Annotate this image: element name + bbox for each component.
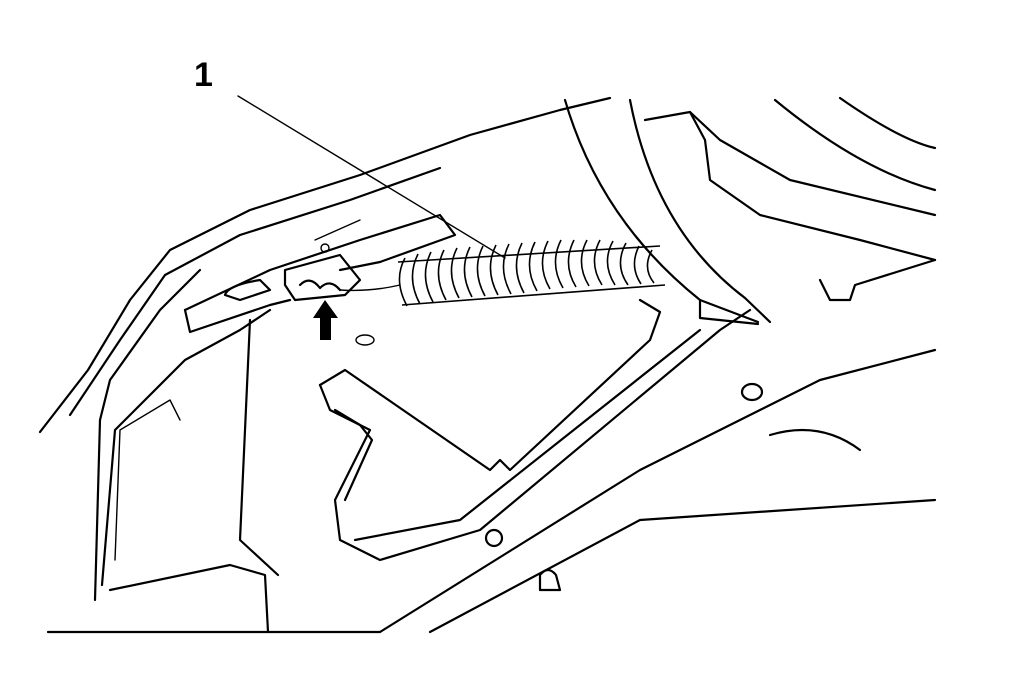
callout-leader-line xyxy=(237,95,506,259)
up-arrow-icon xyxy=(313,300,338,340)
inner-panel xyxy=(318,258,937,592)
callout-label-1: 1 xyxy=(194,56,213,94)
tension-spring xyxy=(339,239,666,307)
hinge-arm xyxy=(563,96,937,326)
spring-bracket xyxy=(183,213,457,334)
body-outline xyxy=(38,96,937,634)
